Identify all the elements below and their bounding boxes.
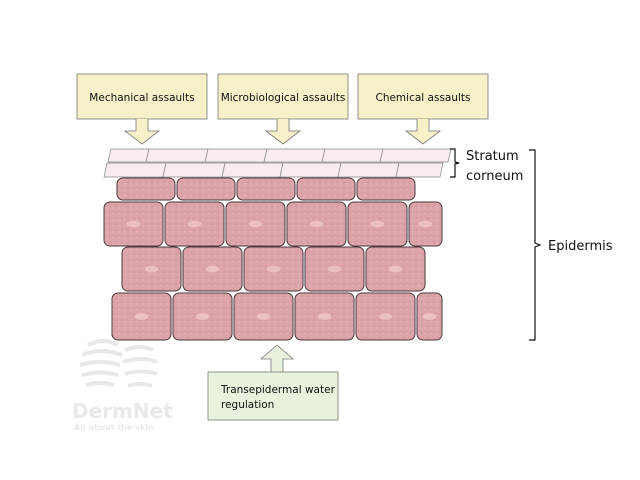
cell-nucleus	[144, 265, 159, 273]
cell-nucleus	[418, 220, 433, 228]
cell-nucleus	[248, 220, 263, 228]
callout-microbiological-label: Microbiological assaults	[221, 92, 346, 104]
cell-nucleus	[327, 265, 342, 273]
cell-nucleus	[205, 265, 220, 273]
cell-nucleus	[266, 265, 281, 273]
cell-nucleus	[378, 312, 393, 321]
corneocyte	[263, 148, 326, 163]
water-label-line1: Transepidermal water	[220, 384, 336, 396]
stratum-corneum-layer	[103, 148, 452, 178]
cell-nucleus	[388, 265, 403, 273]
cell-nucleus	[126, 220, 141, 228]
corneocyte	[379, 148, 452, 163]
corneocyte	[279, 162, 342, 178]
stratum-brace	[450, 148, 460, 178]
cell-nucleus	[134, 312, 149, 321]
svg-text:DermNet: DermNet	[72, 399, 173, 423]
cell-nucleus	[187, 220, 202, 228]
corneocyte	[162, 162, 226, 178]
stratum-label-line1: Stratum	[466, 149, 519, 164]
keratinocyte-layers	[103, 177, 443, 341]
cell-nucleus	[422, 312, 437, 321]
stratum-label-line2: corneum	[466, 169, 523, 184]
callout-mechanical-label: Mechanical assaults	[89, 92, 194, 104]
keratinocyte-cell	[356, 177, 416, 201]
callout-microbiological: Microbiological assaults	[217, 73, 349, 145]
corneocyte	[395, 162, 444, 178]
callout-chemical-label: Chemical assaults	[375, 92, 470, 104]
corneocyte	[103, 162, 167, 178]
keratinocyte-cell	[116, 177, 176, 201]
callout-water-regulation: Transepidermal water regulation	[207, 344, 339, 421]
callout-mechanical: Mechanical assaults	[76, 73, 208, 145]
callout-chemical: Chemical assaults	[357, 73, 489, 145]
corneocyte	[107, 148, 150, 163]
cell-nucleus	[370, 220, 385, 228]
keratinocyte-cell	[236, 177, 296, 201]
dermnet-watermark-logo: DermNet All about the skin	[72, 339, 173, 432]
corneocyte	[337, 162, 400, 178]
cell-nucleus	[317, 312, 332, 321]
keratinocyte-cell	[176, 177, 236, 201]
corneocyte	[204, 148, 268, 163]
corneocyte	[145, 148, 209, 163]
cell-nucleus	[256, 312, 271, 321]
cell-nucleus	[195, 312, 210, 321]
water-label-line2: regulation	[221, 399, 274, 411]
svg-text:All about the skin: All about the skin	[74, 423, 154, 432]
corneocyte	[321, 148, 384, 163]
corneocyte	[221, 162, 284, 178]
epidermis-label: Epidermis	[548, 239, 613, 254]
keratinocyte-cell	[296, 177, 356, 201]
epidermis-brace	[529, 149, 542, 341]
cell-nucleus	[309, 220, 324, 228]
